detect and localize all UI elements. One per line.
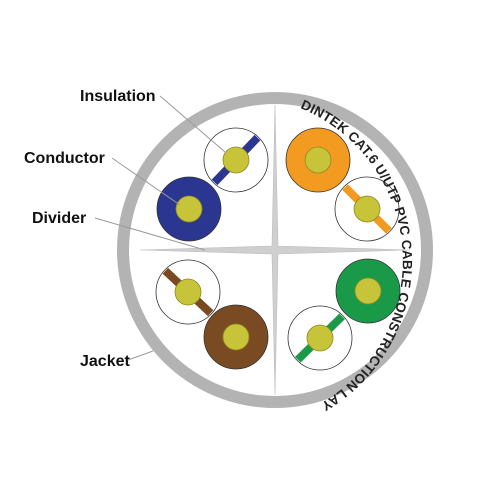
divider-label: Divider	[32, 210, 86, 227]
blue-pair	[156, 127, 269, 242]
divider-leader-line	[94, 217, 206, 251]
conductor-label: Conductor	[24, 150, 105, 167]
brown-solid-conductor	[222, 323, 250, 351]
green-pair	[287, 258, 401, 371]
green-solid-conductor	[354, 277, 382, 305]
insulation-leader-line	[159, 95, 226, 153]
jacket-label: Jacket	[80, 353, 130, 370]
orange-pair	[285, 127, 400, 242]
conductor-leader-line	[111, 157, 181, 206]
brown-pair	[155, 259, 269, 370]
orange-solid-conductor	[304, 146, 332, 174]
insulation-label: Insulation	[80, 88, 156, 105]
green-striped-conductor	[306, 324, 334, 352]
brown-striped-conductor	[174, 278, 202, 306]
jacket-leader-line	[127, 350, 154, 361]
orange-striped-conductor	[353, 195, 381, 223]
divider	[139, 104, 411, 396]
blue-striped-conductor	[222, 146, 250, 174]
blue-solid-conductor	[175, 195, 203, 223]
